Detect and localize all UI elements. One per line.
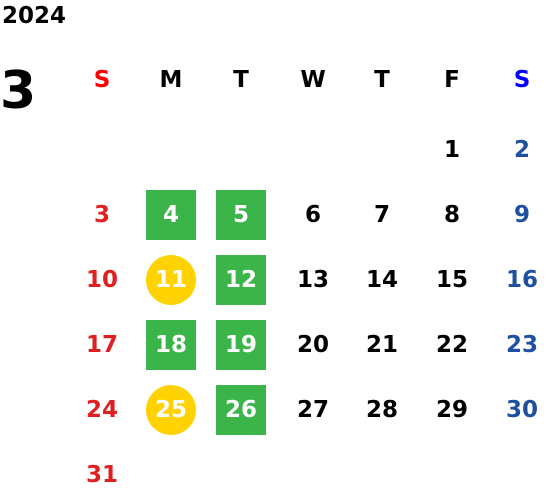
date-number-highlighted-green: 4 bbox=[146, 190, 196, 240]
weekday-header-thu: T bbox=[374, 67, 390, 93]
date-cell-13[interactable]: 13 bbox=[283, 255, 343, 305]
date-cell-18[interactable]: 18 bbox=[141, 320, 201, 370]
date-cell-14[interactable]: 14 bbox=[352, 255, 412, 305]
date-number-highlighted-green: 19 bbox=[216, 320, 266, 370]
date-cell-30[interactable]: 30 bbox=[492, 385, 548, 435]
date-cell-1[interactable]: 1 bbox=[422, 125, 482, 175]
date-number: 20 bbox=[296, 332, 329, 358]
date-cell-19[interactable]: 19 bbox=[211, 320, 271, 370]
date-cell-28[interactable]: 28 bbox=[352, 385, 412, 435]
date-cell-20[interactable]: 20 bbox=[283, 320, 343, 370]
date-cell-7[interactable]: 7 bbox=[352, 190, 412, 240]
date-number: 7 bbox=[373, 202, 390, 228]
date-cell-29[interactable]: 29 bbox=[422, 385, 482, 435]
weekday-header-sat: S bbox=[513, 67, 531, 93]
date-cell-2[interactable]: 2 bbox=[492, 125, 548, 175]
date-number: 31 bbox=[85, 462, 118, 488]
date-cell-15[interactable]: 15 bbox=[422, 255, 482, 305]
date-number: 10 bbox=[85, 267, 118, 293]
year-label: 2024 bbox=[2, 3, 67, 29]
date-cell-5[interactable]: 5 bbox=[211, 190, 271, 240]
date-number: 6 bbox=[304, 202, 321, 228]
date-number: 15 bbox=[435, 267, 468, 293]
date-cell-22[interactable]: 22 bbox=[422, 320, 482, 370]
date-cell-16[interactable]: 16 bbox=[492, 255, 548, 305]
date-cell-11[interactable]: 11 bbox=[141, 255, 201, 305]
date-cell-4[interactable]: 4 bbox=[141, 190, 201, 240]
date-number: 1 bbox=[443, 137, 460, 163]
date-number-highlighted-yellow: 11 bbox=[146, 255, 196, 305]
date-cell-9[interactable]: 9 bbox=[492, 190, 548, 240]
date-number: 27 bbox=[296, 397, 329, 423]
date-cell-23[interactable]: 23 bbox=[492, 320, 548, 370]
weekday-header-sun: S bbox=[93, 67, 111, 93]
date-number: 3 bbox=[93, 202, 110, 228]
date-number: 29 bbox=[435, 397, 468, 423]
date-number-highlighted-green: 5 bbox=[216, 190, 266, 240]
date-number: 17 bbox=[85, 332, 118, 358]
date-cell-25[interactable]: 25 bbox=[141, 385, 201, 435]
weekday-header-mon: M bbox=[159, 67, 183, 93]
date-number-highlighted-green: 26 bbox=[216, 385, 266, 435]
date-cell-17[interactable]: 17 bbox=[72, 320, 132, 370]
date-number: 2 bbox=[513, 137, 530, 163]
date-cell-10[interactable]: 10 bbox=[72, 255, 132, 305]
date-number-highlighted-green: 12 bbox=[216, 255, 266, 305]
date-cell-8[interactable]: 8 bbox=[422, 190, 482, 240]
date-cell-26[interactable]: 26 bbox=[211, 385, 271, 435]
date-number: 28 bbox=[365, 397, 398, 423]
date-number: 22 bbox=[435, 332, 468, 358]
date-number: 24 bbox=[85, 397, 118, 423]
date-number-highlighted-yellow: 25 bbox=[146, 385, 196, 435]
weekday-header-fri: F bbox=[444, 67, 460, 93]
date-number: 23 bbox=[505, 332, 538, 358]
date-number: 16 bbox=[505, 267, 538, 293]
month-number: 3 bbox=[0, 61, 37, 121]
date-number: 30 bbox=[505, 397, 538, 423]
date-number: 13 bbox=[296, 267, 329, 293]
date-cell-3[interactable]: 3 bbox=[72, 190, 132, 240]
date-cell-21[interactable]: 21 bbox=[352, 320, 412, 370]
date-cell-31[interactable]: 31 bbox=[72, 450, 132, 500]
date-cell-24[interactable]: 24 bbox=[72, 385, 132, 435]
date-cell-12[interactable]: 12 bbox=[211, 255, 271, 305]
weekday-header-tue: T bbox=[233, 67, 249, 93]
date-number: 14 bbox=[365, 267, 398, 293]
date-number: 21 bbox=[365, 332, 398, 358]
date-number: 8 bbox=[443, 202, 460, 228]
date-cell-6[interactable]: 6 bbox=[283, 190, 343, 240]
date-cell-27[interactable]: 27 bbox=[283, 385, 343, 435]
date-number-highlighted-green: 18 bbox=[146, 320, 196, 370]
date-number: 9 bbox=[513, 202, 530, 228]
weekday-header-wed: W bbox=[300, 67, 326, 93]
